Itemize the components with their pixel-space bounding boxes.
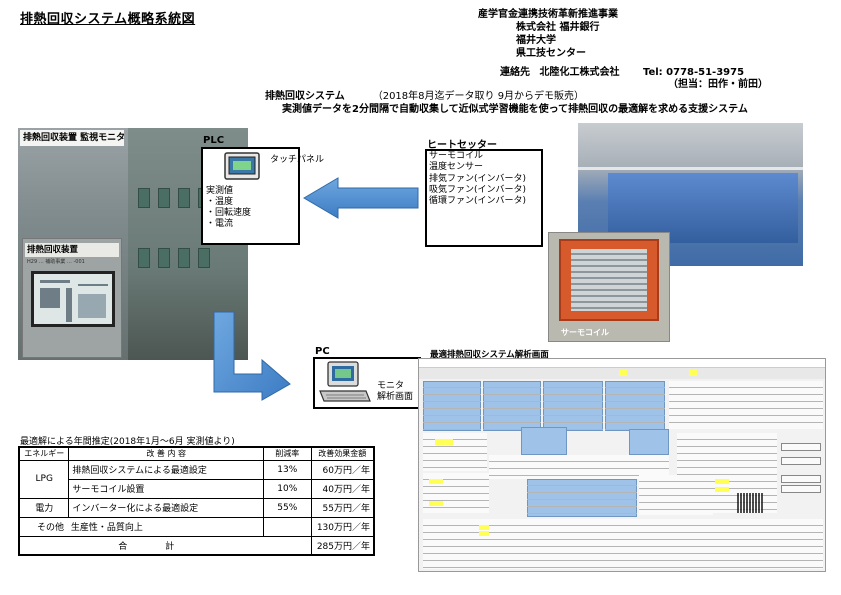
estimate-table-title: 最適解による年間推定(2018年1月～6月 実測値より) [20,437,235,447]
org-line-2: 株式会社 福井銀行 [516,22,600,33]
system-name: 排熱回収システム [265,91,345,102]
measured-title: 実測値 [206,186,234,196]
org-line-1: 産学官金連携技術革新推進事業 [478,9,618,20]
cabinet-sign: 排熱回収装置 [25,243,119,257]
page-title: 排熱回収システム概略系統図 [20,12,196,27]
contact-line: 連絡先 北陸化工株式会社 Tel: 0778-51-3975 [500,63,744,78]
touch-panel-screen [31,271,115,327]
energy-other: その他 [37,523,65,533]
plc-label: PLC [203,135,225,146]
pc-text-monitor: モニタ [377,381,405,391]
touch-panel-icon [224,152,260,180]
heat-setter-item: 温度センサー [429,162,484,173]
contact-tel: Tel: 0778-51-3975 [642,67,745,78]
table-row: LPG 排熱回収システムによる最適設定 13% 60万円／年 [18,459,375,499]
measured-item-temperature: ・温度 [206,197,234,207]
arrow-down-right [213,311,291,401]
table-row: その他 生産性・品質向上 130万円／年 [18,516,375,537]
computer-icon [319,361,371,402]
heat-setter-item: 排気ファン(インバータ) [429,173,527,184]
touch-panel-label: タッチパネル [270,155,325,165]
energy-lpg: LPG [18,459,70,499]
measured-item-rotation: ・回転速度 [206,208,252,218]
heat-setter-box [425,149,543,247]
analysis-caption: 最適排熱回収システム解析画面 [430,350,549,360]
system-heading: 排熱回収システム （2018年8月迄データ取り 9月からデモ販売） [265,87,584,102]
measured-item-current: ・電流 [206,219,234,229]
pc-text: モニタ 解析画面 [377,381,413,403]
heat-setter-items: サーモコイル 温度センサー 排気ファン(インバータ) 吸気ファン(インバータ) … [429,151,526,207]
rate-cell: 55% [262,497,312,518]
plc-box [201,147,300,245]
cabinet-sign-small: H29 … 補助事業 … -001 [27,259,85,265]
amount-cell: 60万円／年 [310,459,375,480]
heat-setter-item: 循環ファン(インバータ) [429,196,527,207]
content-cell: サーモコイル設置 [68,478,264,499]
heat-setter-label: ヒートセッター [427,140,497,151]
touch-panel-photo: 排熱回収装置 H29 … 補助事業 … -001 [22,238,122,358]
heat-setter-item: サーモコイル [429,151,484,161]
contact-label: 連絡先 [500,67,530,78]
amount-cell: 130万円／年 [310,516,375,537]
thermo-coil-photo: サーモコイル [548,232,670,342]
content-cell: 生産性・品質向上 [70,523,143,533]
other-cell: その他 生産性・品質向上 [18,516,264,537]
measured-values: 実測値 ・温度 ・回転速度 ・電流 [206,186,251,230]
system-description: 実測値データを2分間隔で自動収集して近似式学習機能を使って排熱回収の最適解を求め… [282,104,748,115]
arrow-left [303,177,419,219]
pc-text-analysis: 解析画面 [377,392,414,402]
analysis-screen-image [418,358,826,572]
monitor-sign: 排熱回収装置 監視モニタ [20,130,124,146]
total-label: 合計 [18,535,312,556]
amount-cell: 55万円／年 [310,497,375,518]
table-header-row: エネルギー 改 善 内 容 削減率 改善効果金額 [18,446,375,461]
rate-cell: 13% [262,459,312,480]
header-energy: エネルギー [18,446,70,461]
coil-label: サーモコイル [561,328,609,337]
estimate-table: エネルギー 改 善 内 容 削減率 改善効果金額 LPG 排熱回収システムによる… [18,446,375,556]
organization-block: 産学官金連携技術革新推進事業 株式会社 福井銀行 福井大学 県工技センター [478,8,618,60]
contact-person: （担当：田作・前田） [668,79,768,90]
org-line-4: 県工技センター [516,48,586,59]
heat-setter-item: 吸気ファン(インバータ) [429,184,527,195]
org-line-3: 福井大学 [516,35,556,46]
header-rate: 削減率 [262,446,312,461]
pc-label: PC [315,346,330,357]
rate-cell [262,516,312,537]
total-amount: 285万円／年 [310,535,375,556]
table-row: 電力 インバーター化による最適設定 55% 55万円／年 [18,497,375,518]
amount-cell: 40万円／年 [310,478,375,499]
system-note: （2018年8月迄データ取り 9月からデモ販売） [372,91,585,102]
header-content: 改 善 内 容 [68,446,264,461]
contact-company: 北陸化工株式会社 [539,67,620,78]
content-cell: インバーター化による最適設定 [68,497,264,518]
header-amount: 改善効果金額 [310,446,375,461]
rate-cell: 10% [262,478,312,499]
content-cell: 排熱回収システムによる最適設定 [68,459,264,480]
energy-electric: 電力 [18,497,70,518]
table-row: サーモコイル設置 10% 40万円／年 [19,478,375,499]
table-total-row: 合計 285万円／年 [18,535,375,556]
